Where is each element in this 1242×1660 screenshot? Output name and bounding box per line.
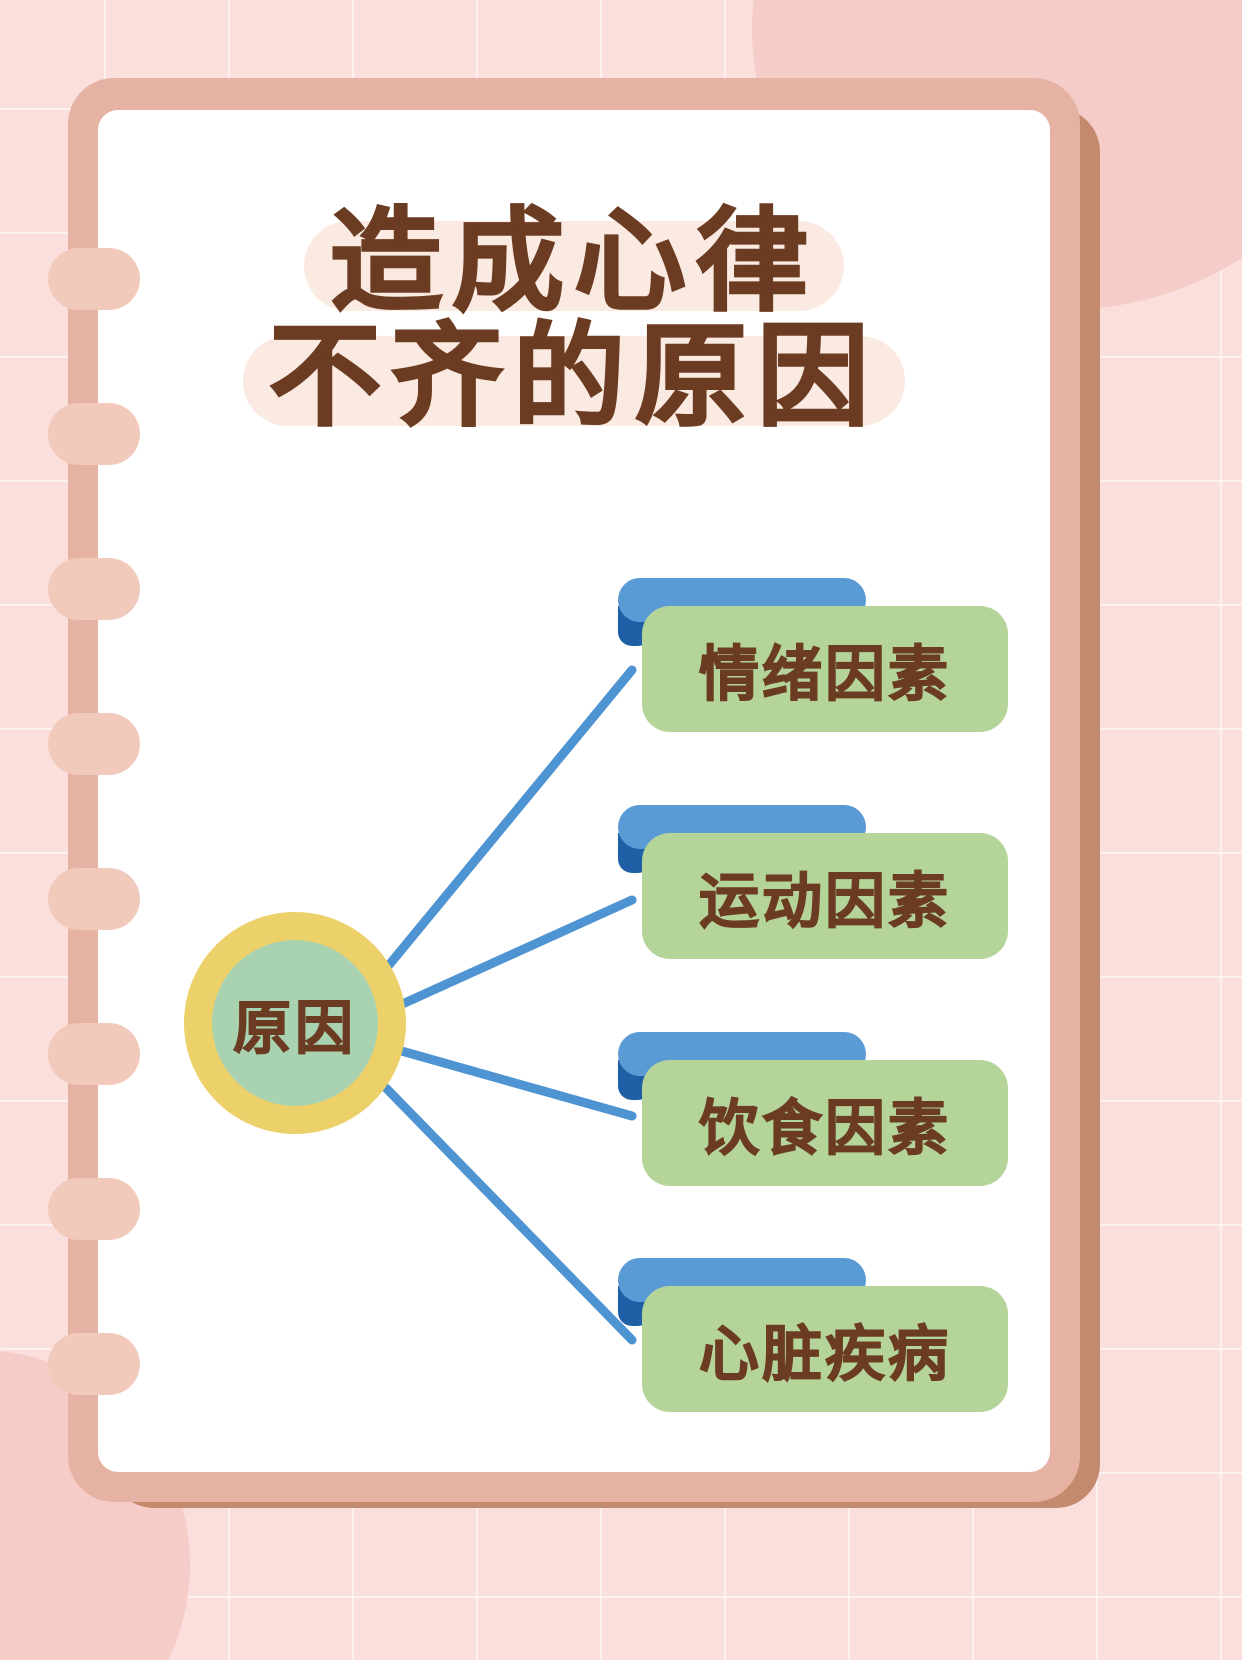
branch-box-2[interactable]: 运动因素 bbox=[642, 833, 1008, 959]
notebook-card: 造成心律 不齐的原因 bbox=[68, 78, 1080, 1502]
center-node[interactable]: 原因 bbox=[184, 912, 406, 1134]
center-node-label: 原因 bbox=[232, 993, 357, 1062]
branch-box-3[interactable]: 饮食因素 bbox=[642, 1060, 1008, 1186]
connector-line-3 bbox=[393, 1045, 637, 1121]
connector-line-2 bbox=[393, 895, 637, 1011]
branch-label-3: 饮食因素 bbox=[698, 1093, 951, 1164]
branch-node-2[interactable]: 运动因素 bbox=[618, 805, 1008, 959]
mind-map-diagram: 原因 情绪因素 运动因素 bbox=[98, 110, 1050, 1472]
branch-label-2: 运动因素 bbox=[698, 866, 951, 937]
branch-label-4: 心脏疾病 bbox=[698, 1319, 951, 1390]
center-node-inner: 原因 bbox=[212, 940, 378, 1106]
connector-line-1 bbox=[384, 665, 637, 970]
notebook-page: 造成心律 不齐的原因 bbox=[98, 110, 1050, 1472]
branch-node-4[interactable]: 心脏疾病 bbox=[618, 1258, 1008, 1412]
branch-node-1[interactable]: 情绪因素 bbox=[618, 578, 1008, 732]
connector-lines bbox=[381, 665, 637, 1345]
branch-box-4[interactable]: 心脏疾病 bbox=[642, 1286, 1008, 1412]
branch-box-1[interactable]: 情绪因素 bbox=[642, 606, 1008, 732]
branch-node-3[interactable]: 饮食因素 bbox=[618, 1032, 1008, 1186]
connector-line-4 bbox=[381, 1083, 637, 1345]
branch-label-1: 情绪因素 bbox=[698, 639, 951, 710]
